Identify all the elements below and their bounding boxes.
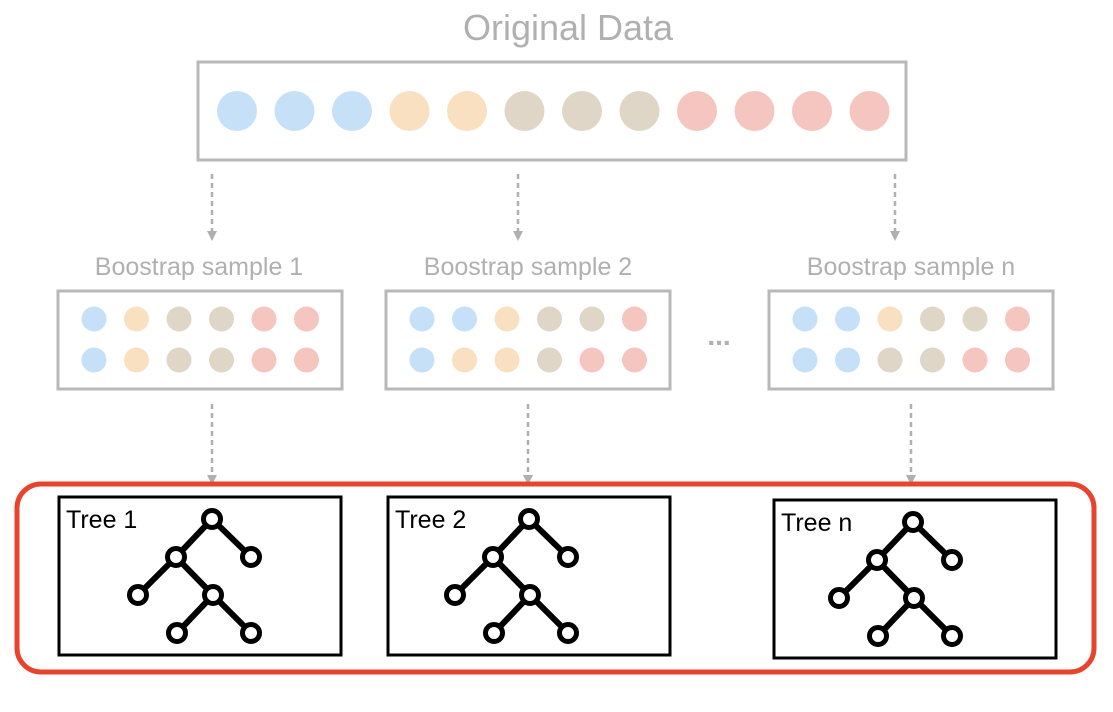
sample-dot-blue bbox=[452, 306, 477, 332]
data-dot-blue bbox=[217, 91, 257, 131]
sample-dot-red bbox=[294, 306, 319, 332]
tree-node bbox=[166, 622, 188, 644]
sample-dot-red bbox=[962, 347, 988, 373]
sample-dots bbox=[81, 306, 1030, 373]
sample-1-label: Boostrap sample 1 bbox=[95, 253, 303, 281]
tree-node bbox=[902, 511, 924, 533]
sample-2-label: Boostrap sample 2 bbox=[424, 253, 632, 281]
sample-dot-red bbox=[251, 347, 277, 373]
tree-node bbox=[828, 587, 850, 609]
tree-node bbox=[240, 622, 262, 644]
sample-1-box bbox=[56, 289, 344, 391]
sample-dot-tan bbox=[920, 306, 945, 332]
tree-node bbox=[483, 622, 505, 644]
ellipsis: ... bbox=[707, 320, 730, 351]
tree-node bbox=[127, 584, 149, 606]
sample-dot-red bbox=[251, 306, 277, 332]
data-dot-red bbox=[734, 91, 775, 131]
tree-n-box bbox=[772, 498, 1058, 660]
sample-dot-tan bbox=[537, 306, 562, 332]
tree-1-label: Tree 1 bbox=[66, 506, 137, 534]
original-data-dots bbox=[217, 91, 890, 131]
data-dot-tan bbox=[619, 91, 660, 131]
sample-dot-blue bbox=[792, 306, 818, 332]
sample-dot-blue bbox=[835, 347, 860, 373]
data-dot-tan bbox=[504, 91, 545, 131]
data-dot-blue bbox=[332, 91, 372, 131]
tree-node bbox=[557, 622, 579, 644]
sample-dot-tan bbox=[166, 347, 192, 373]
tree-node bbox=[941, 625, 963, 647]
arrows-to-samples bbox=[207, 174, 900, 241]
tree-n-label: Tree n bbox=[781, 509, 852, 537]
trees-highlight bbox=[14, 481, 1097, 675]
tree-node bbox=[557, 546, 579, 568]
tree-node bbox=[941, 549, 963, 571]
data-dot-orange bbox=[389, 91, 430, 131]
data-dot-red bbox=[792, 91, 832, 131]
data-dot-red bbox=[849, 91, 890, 131]
tree-node bbox=[165, 546, 187, 568]
tree-node bbox=[201, 508, 223, 530]
sample-dot-red bbox=[579, 347, 605, 373]
sample-dot-blue bbox=[81, 347, 107, 373]
sample-dot-blue bbox=[835, 306, 860, 332]
tree-2-box bbox=[386, 495, 672, 657]
tree-node bbox=[482, 546, 504, 568]
sample-dot-orange bbox=[452, 347, 477, 373]
data-dot-red bbox=[677, 91, 717, 131]
tree-1-box bbox=[57, 495, 343, 657]
sample-dot-blue bbox=[81, 306, 107, 332]
arrows-to-trees bbox=[207, 404, 916, 485]
sample-dot-tan bbox=[579, 306, 605, 332]
tree-node bbox=[866, 549, 888, 571]
sample-n-label: Boostrap sample n bbox=[807, 253, 1015, 281]
sample-dot-red bbox=[622, 306, 647, 332]
tree-node bbox=[867, 625, 889, 647]
tree-node bbox=[518, 508, 540, 530]
sample-dot-orange bbox=[494, 347, 520, 373]
tree-node bbox=[444, 584, 466, 606]
tree-icons bbox=[127, 508, 963, 647]
sample-dot-tan bbox=[166, 306, 192, 332]
sample-dot-tan bbox=[209, 306, 234, 332]
sample-dot-tan bbox=[920, 347, 945, 373]
tree-node bbox=[202, 584, 224, 606]
tree-diagram-icon bbox=[828, 511, 963, 647]
sample-dot-orange bbox=[124, 306, 149, 332]
sample-dot-orange bbox=[494, 306, 520, 332]
sample-dot-red bbox=[294, 347, 319, 373]
sample-dot-blue bbox=[409, 347, 435, 373]
sample-dot-blue bbox=[792, 347, 818, 373]
tree-diagram-icon bbox=[127, 508, 262, 644]
tree-node bbox=[519, 584, 541, 606]
sample-n-box bbox=[767, 289, 1055, 391]
tree-node bbox=[240, 546, 262, 568]
sample-dot-tan bbox=[877, 347, 903, 373]
sample-dot-red bbox=[622, 347, 647, 373]
original-data-title: Original Data bbox=[463, 7, 674, 48]
data-dot-orange bbox=[447, 91, 487, 131]
sample-dot-tan bbox=[962, 306, 988, 332]
sample-2-box bbox=[384, 289, 672, 391]
sample-dot-red bbox=[1005, 347, 1030, 373]
tree-node bbox=[903, 587, 925, 609]
tree-2-label: Tree 2 bbox=[395, 506, 466, 534]
sample-dot-orange bbox=[877, 306, 903, 332]
data-dot-tan bbox=[562, 91, 602, 131]
sample-dot-tan bbox=[209, 347, 234, 373]
original-data-box bbox=[196, 60, 908, 162]
tree-diagram-icon bbox=[444, 508, 579, 644]
sample-dot-blue bbox=[409, 306, 435, 332]
data-dot-blue bbox=[274, 91, 315, 131]
sample-dot-orange bbox=[124, 347, 149, 373]
sample-dot-red bbox=[1005, 306, 1030, 332]
sample-dot-tan bbox=[537, 347, 562, 373]
